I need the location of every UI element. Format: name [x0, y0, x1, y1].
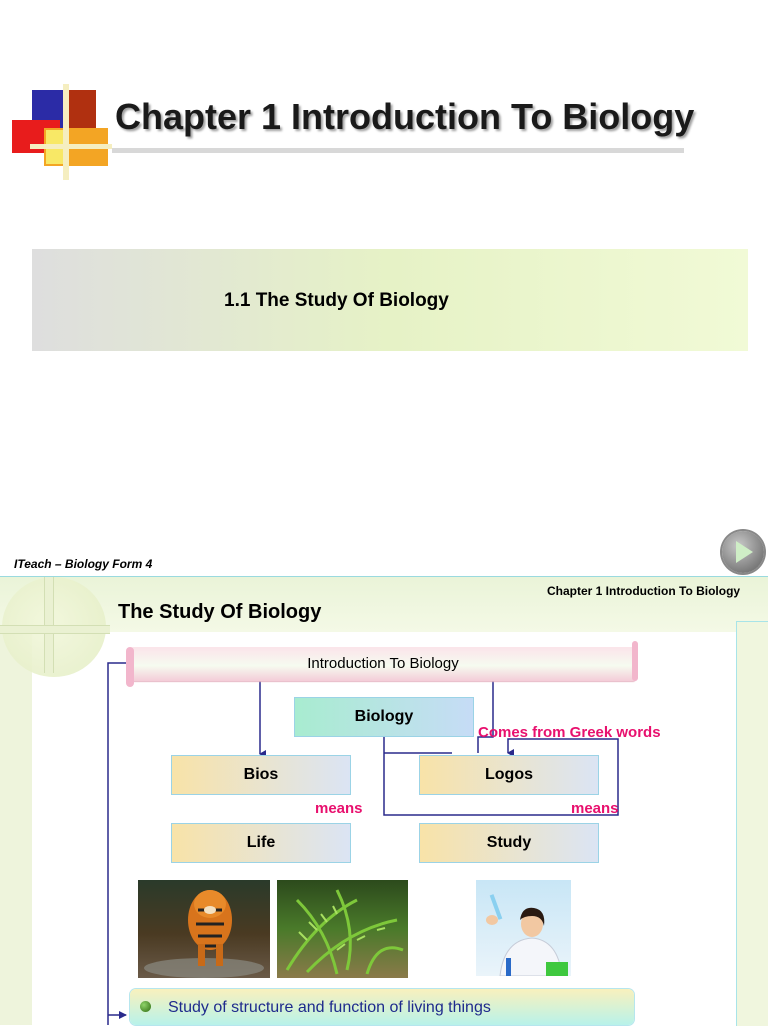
subtitle-panel — [32, 249, 748, 351]
content-slide: Chapter 1 Introduction To Biology The St… — [0, 576, 768, 1026]
right-margin-panel — [736, 621, 768, 1026]
slide-header — [0, 577, 768, 633]
title-underline — [112, 148, 684, 153]
definition-box — [130, 989, 634, 1025]
footer-label: ITeach – Biology Form 4 — [14, 557, 153, 571]
definition-text: Study of structure and function of livin… — [168, 999, 491, 1016]
logos-box: Logos — [419, 755, 599, 795]
biology-box: Biology — [294, 697, 474, 737]
fern-photo — [277, 880, 408, 978]
slide-title: Chapter 1 Introduction To Biology — [115, 96, 695, 137]
title-slide: Chapter 1 Introduction To Biology 1.1 Th… — [12, 84, 748, 351]
slide2-title: The Study Of Biology — [118, 601, 322, 623]
means-label-right: means — [571, 800, 619, 817]
bios-box: Bios — [171, 755, 351, 795]
play-icon — [736, 541, 753, 563]
scientist-photo — [476, 880, 571, 976]
tiger-photo — [138, 880, 270, 978]
slide-subtitle: 1.1 The Study Of Biology — [224, 290, 449, 311]
bullet-icon — [140, 1001, 151, 1012]
study-box: Study — [419, 823, 599, 863]
chapter-header: Chapter 1 Introduction To Biology — [547, 584, 741, 598]
life-box: Life — [171, 823, 351, 863]
greek-words-note: Comes from Greek words — [478, 724, 661, 741]
banner-roll-left — [126, 647, 134, 687]
play-button[interactable] — [722, 531, 764, 573]
topic-banner — [130, 647, 636, 681]
means-label-left: means — [315, 800, 363, 817]
topic-banner-label: Introduction To Biology — [307, 655, 459, 672]
banner-roll-right — [632, 641, 638, 681]
